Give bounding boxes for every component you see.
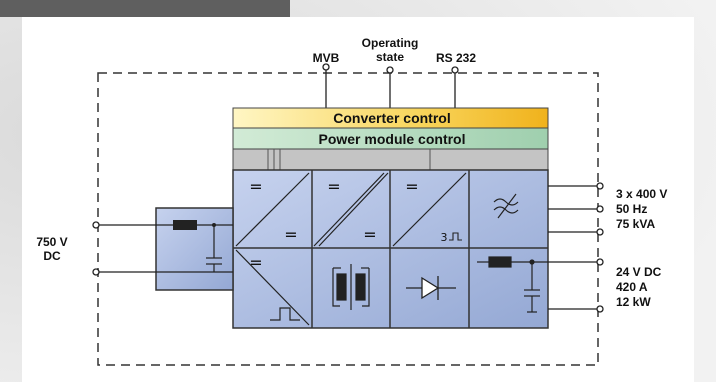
converter-control-label: Converter control — [333, 110, 450, 126]
ac-output-power-label: 75 kVA — [616, 217, 655, 231]
dc-chopper-icon: = — [235, 249, 310, 326]
operating-state-label-line2: state — [376, 50, 404, 64]
input-filter-block — [155, 207, 234, 291]
dc-output-current-label: 420 A — [616, 280, 648, 294]
svg-text:3: 3 — [441, 231, 448, 244]
top-signal-lines — [322, 63, 459, 108]
transformer-icon — [332, 264, 370, 310]
dc-output-power-label: 12 kW — [616, 295, 651, 309]
dc-input-voltage-label: 750 V — [36, 235, 67, 249]
svg-text:=: = — [405, 177, 418, 196]
photo-strip — [0, 0, 290, 17]
dc-dc-converter-icon: = = — [235, 172, 310, 247]
dc-output-filter-icon — [477, 256, 548, 313]
svg-text:=: = — [327, 177, 340, 196]
enclosure-boundary — [97, 72, 599, 366]
svg-text:=: = — [363, 225, 376, 244]
svg-text:=: = — [249, 253, 262, 272]
dc-input-type-label: DC — [43, 249, 61, 263]
converter-block: Converter control Power module control =… — [232, 107, 549, 329]
rs232-label: RS 232 — [436, 51, 476, 65]
dc-output-voltage-label: 24 V DC — [616, 265, 662, 279]
power-module-control-label: Power module control — [318, 131, 465, 147]
inverter-3phase-icon: = 3 — [392, 172, 467, 247]
svg-text:=: = — [284, 225, 297, 244]
svg-text:=: = — [249, 177, 262, 196]
dc-dc-double-converter-icon: = = — [313, 172, 389, 247]
dc-input-terminals — [92, 221, 156, 276]
rectifier-diode-icon — [406, 276, 456, 300]
dc-output-terminals — [548, 258, 604, 313]
ac-output-terminals — [548, 182, 604, 236]
operating-state-label-line1: Operating — [362, 36, 419, 50]
ac-output-voltage-label: 3 x 400 V — [616, 187, 667, 201]
ac-filter-icon — [493, 193, 519, 219]
ac-output-frequency-label: 50 Hz — [616, 202, 647, 216]
mvb-label: MVB — [313, 51, 340, 65]
